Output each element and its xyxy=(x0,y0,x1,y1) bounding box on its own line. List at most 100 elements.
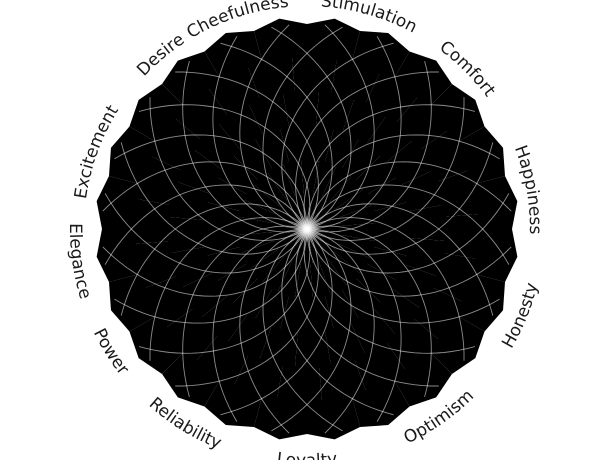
color-petal-segment xyxy=(318,256,347,294)
color-petal-segment xyxy=(326,250,360,285)
color-petal-segment xyxy=(146,275,196,327)
color-petal-segment xyxy=(253,394,307,440)
spiral-line xyxy=(306,184,510,265)
color-petal-segment xyxy=(96,175,142,229)
color-petal-segment xyxy=(318,357,366,402)
spiral-line xyxy=(306,228,500,324)
spiral-line xyxy=(138,104,311,230)
spiral-line xyxy=(212,228,308,422)
color-petal-segment xyxy=(295,329,331,371)
color-petal-segment xyxy=(162,349,222,407)
color-petal-segment xyxy=(138,156,184,206)
color-petal-segment xyxy=(130,199,173,244)
spiral-line xyxy=(262,26,343,230)
color-petal-segment xyxy=(202,294,249,341)
color-petal-segment xyxy=(218,263,259,302)
spiral-line xyxy=(306,161,512,230)
spiral-line xyxy=(306,60,432,233)
spiral-line xyxy=(306,203,494,316)
spiral-line xyxy=(306,225,432,398)
spiral-line xyxy=(295,71,439,230)
color-petal-segment xyxy=(435,170,480,218)
color-petal-segment xyxy=(234,352,284,398)
color-petal-segment xyxy=(260,325,299,368)
color-petal-segment xyxy=(309,261,331,299)
color-petal-segment xyxy=(427,84,485,144)
color-petal-segment xyxy=(399,171,442,212)
spiral-line xyxy=(149,97,308,241)
color-petal-segment xyxy=(277,363,322,406)
spiral-line xyxy=(303,228,476,354)
spiral-line xyxy=(102,228,308,297)
color-petal-segment xyxy=(366,177,407,212)
color-petal-segment xyxy=(472,175,518,229)
spiral-line xyxy=(175,71,319,230)
spiral-line xyxy=(281,228,394,416)
color-petal-segment xyxy=(234,277,273,318)
color-petal-segment xyxy=(165,217,207,253)
color-petal-segment xyxy=(249,94,290,137)
color-petal-segment xyxy=(162,51,222,109)
color-petal-segment xyxy=(234,140,273,181)
color-petal-segment xyxy=(255,129,290,170)
color-petal-segment xyxy=(254,173,288,208)
spiral-line xyxy=(271,228,352,432)
color-petal-segment xyxy=(355,263,396,302)
spiral-line xyxy=(295,228,439,387)
spiral-line xyxy=(220,228,333,416)
color-petal-segment xyxy=(172,246,215,287)
color-petal-segment xyxy=(330,60,380,106)
spiral-line xyxy=(114,134,308,230)
color-petal-segment xyxy=(366,246,407,281)
spiral-line xyxy=(262,228,343,432)
color-petal-segment xyxy=(334,189,372,218)
color-petal-segment xyxy=(167,307,220,360)
emotion-label: Honesty xyxy=(498,281,542,352)
color-petal-segment xyxy=(209,68,261,118)
spiral-line xyxy=(104,184,308,265)
color-petal-segment xyxy=(339,205,377,227)
spiral-line xyxy=(306,228,375,434)
color-petal-segment xyxy=(324,129,359,170)
spiral-line xyxy=(281,42,394,230)
color-petal-segment xyxy=(324,321,365,364)
color-petal-segment xyxy=(176,89,229,142)
color-petal-segment xyxy=(355,156,396,195)
color-petal-segment xyxy=(248,56,296,101)
color-petal-segment xyxy=(237,231,275,253)
spiral-line xyxy=(104,193,308,274)
emotion-label: Elegance xyxy=(65,223,95,301)
color-petal-segment xyxy=(350,307,395,353)
color-petal-segment xyxy=(341,140,380,181)
color-petal-segment xyxy=(251,248,286,282)
spiral-line xyxy=(271,26,352,230)
color-petal-segment xyxy=(195,124,242,171)
color-petal-segment xyxy=(242,240,280,269)
color-petal-segment xyxy=(283,159,305,197)
color-petal-segment xyxy=(134,240,179,288)
color-petal-segment xyxy=(255,288,290,329)
spiral-line xyxy=(220,42,333,230)
color-petal-segment xyxy=(183,272,229,317)
spiral-line xyxy=(306,24,375,230)
color-petal-segment xyxy=(96,229,142,283)
color-petal-segment xyxy=(394,98,447,151)
color-petal-segment xyxy=(129,314,187,374)
spiral-line xyxy=(138,228,311,354)
color-petal-segment xyxy=(315,90,354,133)
color-petal-segment xyxy=(392,349,452,407)
spiral-line xyxy=(175,228,319,387)
color-petal-segment xyxy=(324,288,359,329)
color-petal-segment xyxy=(129,84,187,144)
spiral-line xyxy=(239,228,308,434)
color-petal-segment xyxy=(472,229,518,283)
spiral-line xyxy=(182,225,308,398)
color-petal-segment xyxy=(372,287,419,334)
color-petal-segment xyxy=(390,264,436,308)
color-petal-segment xyxy=(365,117,412,164)
color-petal-segment xyxy=(427,314,485,374)
color-petal-segment xyxy=(253,18,307,64)
color-petal-segment xyxy=(292,52,337,95)
spiral-line xyxy=(182,60,308,233)
